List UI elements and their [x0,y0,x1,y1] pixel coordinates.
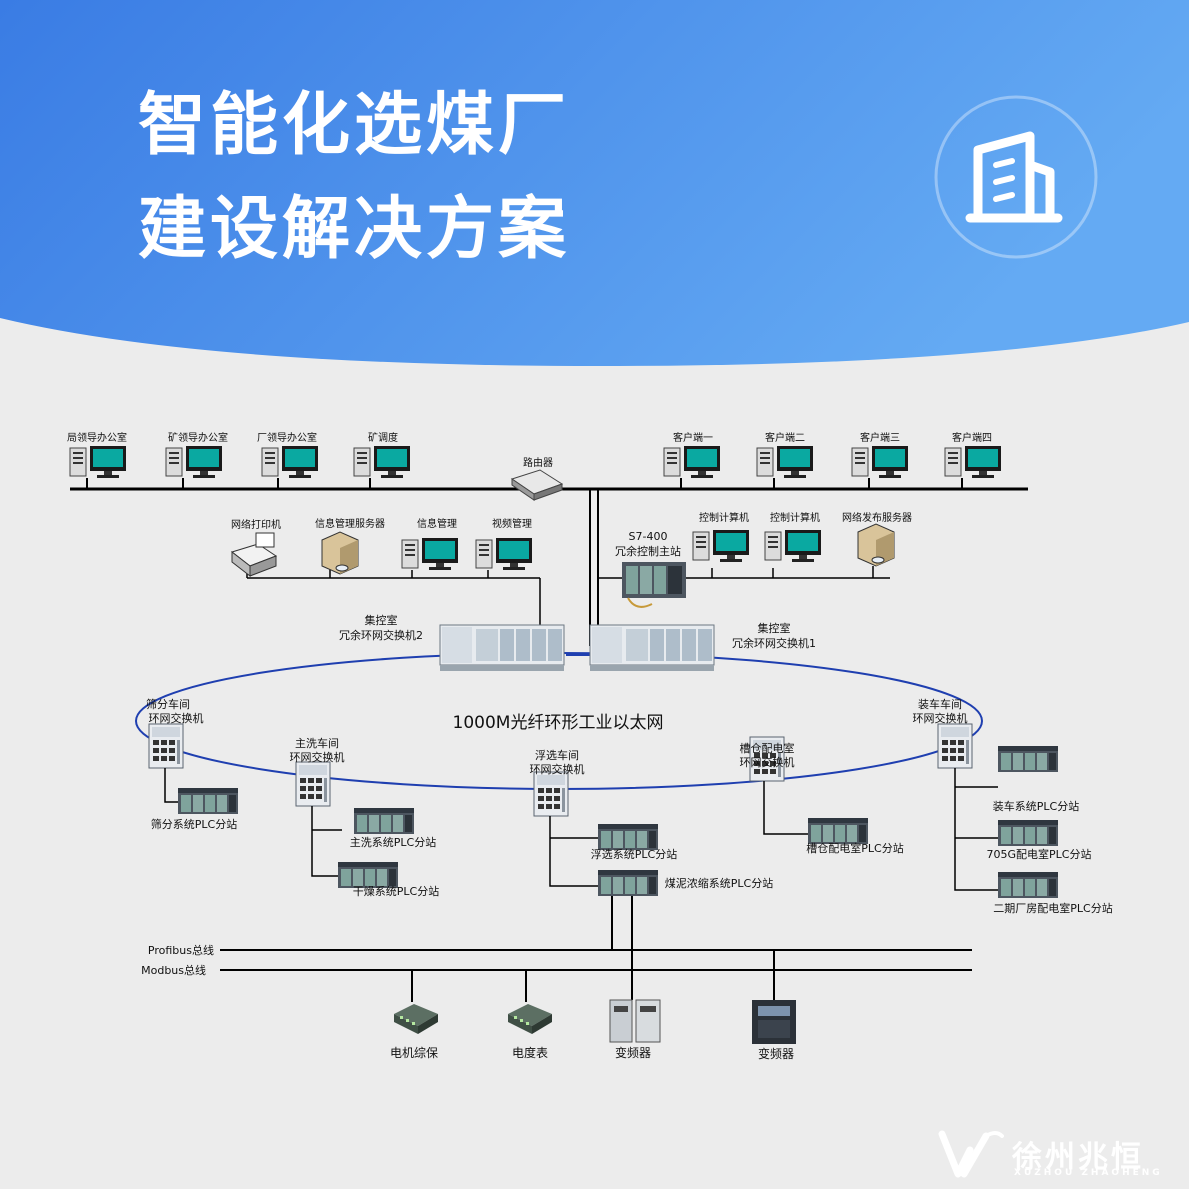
plc-icon [808,818,868,844]
plc-label: 槽仓配电室PLC分站 [806,841,903,855]
brand-name-en: XUZHOU ZHAOHENG [1014,1168,1163,1178]
field-bus-lines [220,896,972,1002]
node-label: 局领导办公室 [67,431,127,444]
bus-label: Profibus总线 [148,943,214,957]
ring-label: 1000M光纤环形工业以太网 [453,713,664,733]
plc-label: 筛分系统PLC分站 [151,817,237,831]
device-label: 信息管理 [417,517,457,530]
plc-label: 主洗系统PLC分站 [350,835,436,849]
node-label: 客户端一 [673,431,713,444]
device-label: 视频管理 [492,517,532,530]
ring-switch-icon [533,771,569,817]
ring-switch-label: 浮选车间 [535,748,579,762]
pc-icon [261,445,319,479]
device-label: 信息管理服务器 [315,517,385,530]
master-label: 冗余控制主站 [615,544,681,558]
switch-label: 冗余环网交换机2 [339,628,423,642]
printer-icon [230,532,278,578]
pc-icon [663,445,721,479]
ring-switch-label: 槽仓配电室 [740,741,795,755]
device-label: 电机综保 [390,1046,438,1060]
plc-icon [354,808,414,834]
node-label: 矿领导办公室 [168,431,228,444]
ring-switch-icon [937,723,973,769]
device-label: 控制计算机 [699,511,749,524]
plc-label: 二期厂房配电室PLC分站 [993,901,1112,915]
page-title-line2: 建设解决方案 [138,190,571,269]
core-switch-icon [589,624,715,672]
ring-switch-label: 装车车间 [918,697,962,711]
ring-switch-label: 主洗车间 [295,736,339,750]
plc-label: 装车系统PLC分站 [993,799,1079,813]
router-label: 路由器 [523,456,553,469]
node-label: 矿调度 [368,431,398,444]
switch-label: 集控室 [365,613,398,627]
server-icon [321,531,359,575]
device-label: 网络发布服务器 [842,511,912,524]
pc-icon [475,537,533,571]
node-label: 厂领导办公室 [257,431,317,444]
node-label: 客户端二 [765,431,805,444]
inverter-icon [609,999,661,1043]
motor-protector-icon [394,1004,438,1034]
ring-switch-label: 筛分车间 [146,697,190,711]
ring-switch-icon [295,761,331,807]
core-switch-icon [439,624,565,672]
node-label: 客户端四 [952,431,992,444]
bus-label: Modbus总线 [141,963,206,977]
page-title-line1: 智能化选煤厂 [138,86,571,165]
ring-switch-icon [148,723,184,769]
plc-label: 煤泥浓缩系统PLC分站 [665,876,773,890]
device-label: 变频器 [758,1046,794,1061]
plc-icon [598,824,658,850]
master-label: S7-400 [629,530,668,543]
plc-label: 干燥系统PLC分站 [353,884,439,898]
device-label: 控制计算机 [770,511,820,524]
plc-label: 705G配电室PLC分站 [987,847,1092,861]
ring-switch-label: 环网交换机 [530,762,585,776]
server-icon [857,523,895,567]
ring-switch-label: 环网交换机 [290,750,345,764]
pc-icon [165,445,223,479]
pc-icon [851,445,909,479]
zhaoheng-logo-icon [938,1130,1004,1178]
brand-name-cn: 徐州兆恒 [1012,1140,1144,1175]
node-label: 客户端三 [860,431,900,444]
header-banner [0,0,1189,366]
ring-switch-label: 环网交换机 [149,711,204,725]
switch-label: 冗余环网交换机1 [732,636,816,650]
plc-master-icon [622,562,686,608]
plc-icon [598,870,658,896]
pc-icon [692,529,750,563]
building-icon [934,95,1098,259]
plc-branch-lines [164,768,998,891]
ring-switch-label: 环网交换机 [740,755,795,769]
device-label: 网络打印机 [231,518,281,531]
energy-meter-icon [508,1004,552,1034]
switch-label: 集控室 [758,621,791,635]
plc-icon [998,820,1058,846]
device-label: 电度表 [512,1045,548,1060]
brand-logo: 徐州兆恒 XUZHOU ZHAOHENG [934,1128,1174,1182]
pc-icon [353,445,411,479]
pc-icon [69,445,127,479]
pc-icon [944,445,1002,479]
pc-icon [764,529,822,563]
plc-icon [998,872,1058,898]
plc-label: 浮选系统PLC分站 [591,847,677,861]
plc-icon [998,746,1058,772]
device-label: 变频器 [615,1045,651,1060]
pc-icon [756,445,814,479]
ring-switch-label: 环网交换机 [913,711,968,725]
pc-icon [401,537,459,571]
router-icon [510,469,564,501]
inverter-icon [752,1000,796,1044]
plc-icon [178,788,238,814]
